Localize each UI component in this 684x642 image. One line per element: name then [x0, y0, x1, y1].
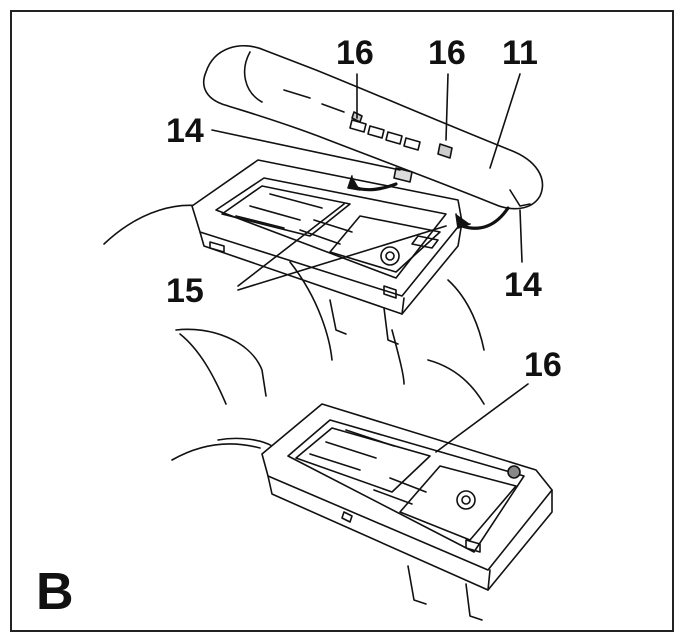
callout-16-top-right: 16: [428, 34, 466, 72]
leader-15-a: [237, 203, 345, 287]
callout-16-bottom: 16: [524, 346, 562, 384]
callout-16-top-left: 16: [336, 34, 374, 72]
arrow-right: [460, 206, 510, 230]
holder-tray-top: [191, 159, 463, 345]
handheld-unit: [202, 45, 544, 210]
handle-silhouette-bottom: [179, 333, 227, 405]
callout-11: 11: [502, 34, 538, 72]
body-outline-top: [103, 204, 485, 385]
leader-11: [489, 73, 521, 169]
holder-tray-bottom: [261, 403, 553, 621]
leader-14-left: [211, 129, 401, 171]
arrow-right-head: [455, 213, 471, 229]
leader-14-right: [519, 209, 523, 263]
leader-16-right: [445, 73, 449, 141]
callout-15: 15: [166, 272, 204, 310]
leader-15-b: [237, 225, 447, 291]
callout-14-right: 14: [504, 266, 542, 304]
leader-16-bottom: [435, 383, 529, 453]
body-outline-bottom: [171, 328, 485, 461]
callout-14-left: 14: [166, 112, 204, 150]
arrow-left-head: [347, 175, 361, 191]
panel-label: B: [36, 563, 74, 621]
